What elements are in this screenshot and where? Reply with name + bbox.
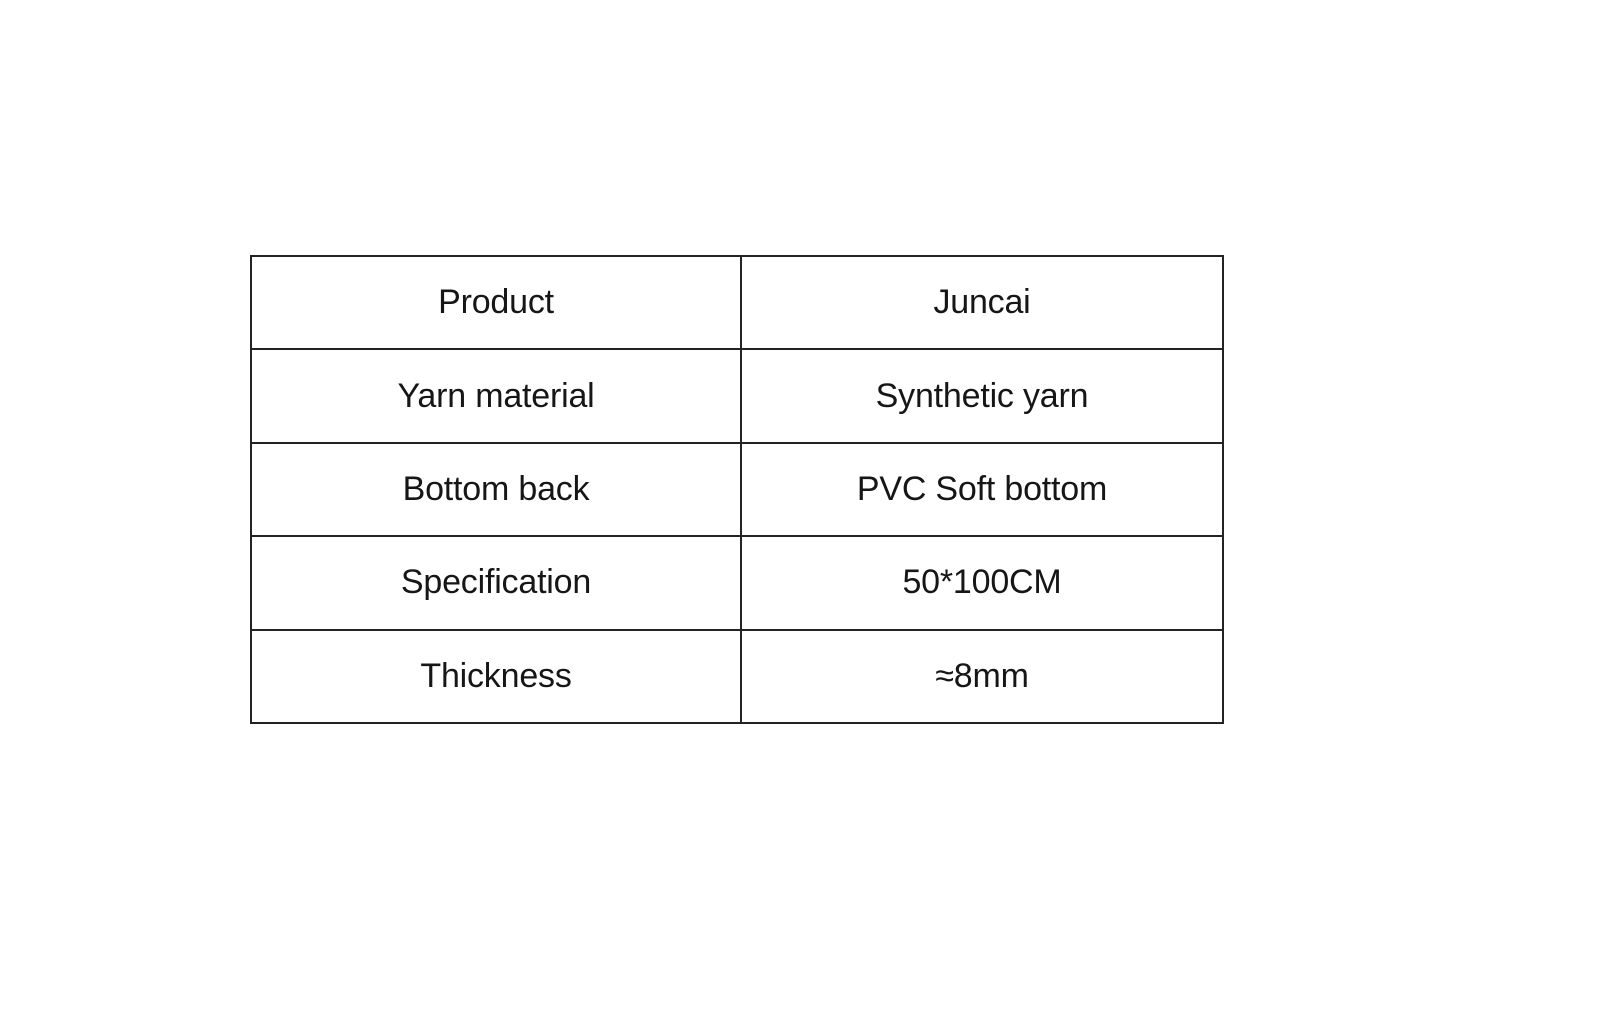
spec-value-cell: Juncai (740, 254, 1224, 351)
table-row: Thickness ≈8mm (250, 628, 1224, 724)
spec-label-cell: Bottom back (250, 441, 742, 538)
spec-value-cell: 50*100CM (740, 535, 1224, 631)
spec-value-cell: ≈8mm (740, 628, 1224, 724)
spec-table-body: Product Juncai Yarn material Synthetic y… (250, 254, 1224, 724)
table-row: Yarn material Synthetic yarn (250, 348, 1224, 444)
spec-table-container: Product Juncai Yarn material Synthetic y… (250, 254, 1224, 724)
spec-label-cell: Thickness (250, 628, 742, 724)
spec-label-cell: Product (250, 254, 742, 351)
table-row: Product Juncai (250, 254, 1224, 351)
product-specification-table: Product Juncai Yarn material Synthetic y… (250, 254, 1224, 724)
spec-value-cell: PVC Soft bottom (740, 441, 1224, 538)
spec-label-cell: Yarn material (250, 348, 742, 444)
spec-label-cell: Specification (250, 535, 742, 631)
table-row: Specification 50*100CM (250, 535, 1224, 631)
spec-value-cell: Synthetic yarn (740, 348, 1224, 444)
table-row: Bottom back PVC Soft bottom (250, 441, 1224, 538)
